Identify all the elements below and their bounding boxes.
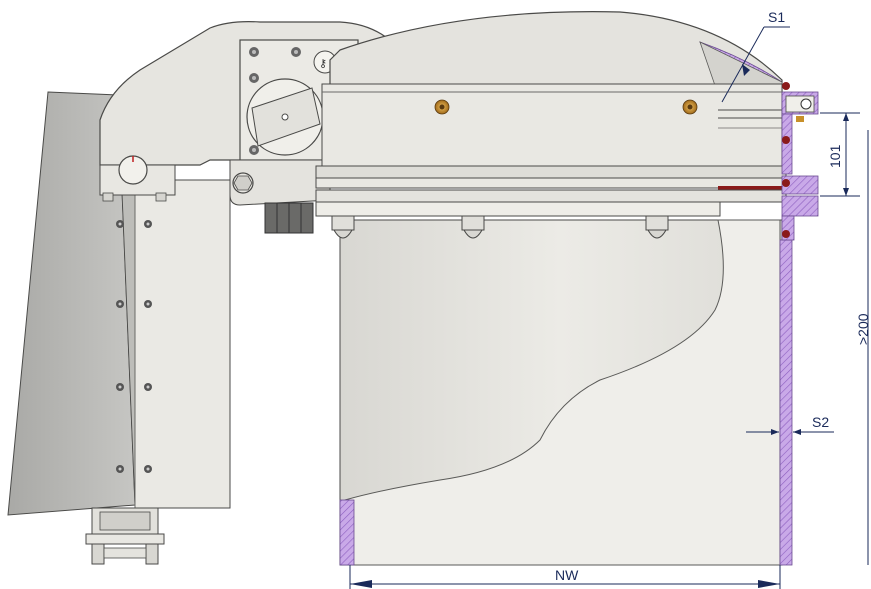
clamp-block — [264, 202, 314, 234]
hinge-strip — [134, 179, 231, 509]
screw-icon — [144, 383, 152, 391]
cap-nut-icon — [645, 215, 669, 239]
screw-icon — [116, 465, 124, 473]
dimension-101: 101 — [827, 144, 843, 168]
brass-screw-icon — [434, 99, 450, 115]
screw-icon — [116, 300, 124, 308]
screw-icon — [249, 145, 259, 155]
dimension-gt200: >200 — [855, 313, 871, 345]
screw-icon — [249, 47, 259, 57]
screw-icon — [291, 47, 301, 57]
bottom-bracket — [85, 507, 165, 565]
screw-icon — [116, 383, 124, 391]
hinge-bolt — [229, 159, 331, 206]
flange-rails — [315, 83, 787, 217]
cap-nuts — [331, 215, 669, 239]
cap-nut-icon — [331, 215, 355, 239]
strip-screws — [116, 220, 152, 473]
brass-screw-icon — [682, 99, 698, 115]
dimension-nw: NW — [555, 567, 579, 583]
dimension-s2: S2 — [812, 414, 829, 430]
svg-text:⚷: ⚷ — [319, 57, 327, 70]
cap-nut-icon — [461, 215, 485, 239]
vessel-body — [339, 219, 793, 566]
dimension-lines — [349, 26, 869, 589]
dimension-s1: S1 — [768, 9, 785, 25]
screw-icon — [249, 73, 259, 83]
screw-icon — [116, 220, 124, 228]
screw-icon — [144, 220, 152, 228]
rotary-handle — [246, 78, 324, 156]
brass-screws — [434, 99, 698, 115]
right-section-cut — [781, 82, 819, 241]
screw-icon — [144, 300, 152, 308]
screw-icon — [144, 465, 152, 473]
